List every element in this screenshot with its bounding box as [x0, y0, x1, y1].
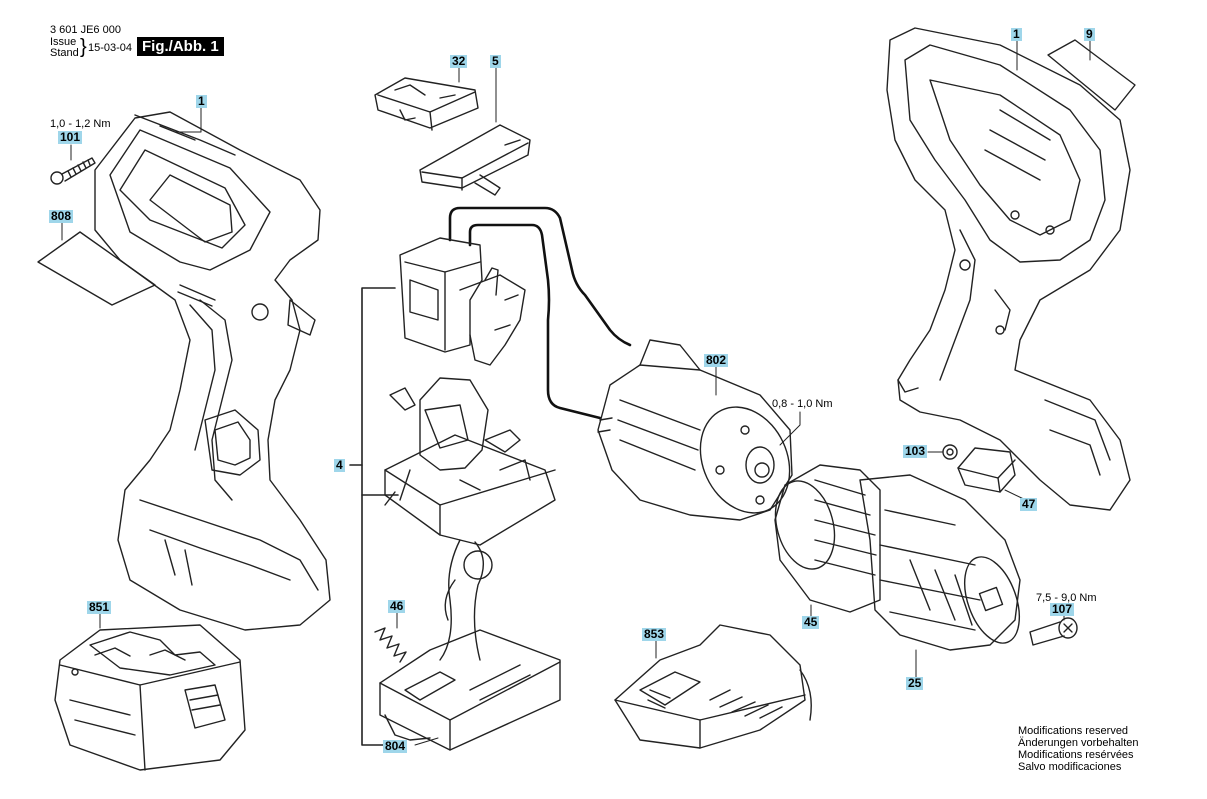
- callout-25: 25: [906, 676, 924, 690]
- figure-label: Fig./Abb. 1: [137, 37, 224, 56]
- callout-802: 802: [704, 353, 729, 367]
- stand-label: Stand: [50, 47, 79, 59]
- callout-107: 107: [1050, 602, 1075, 616]
- part-47: [957, 447, 1016, 493]
- screw-107: [1029, 617, 1078, 646]
- module-leads: [439, 539, 493, 661]
- callout-9: 9: [1084, 27, 1095, 41]
- callout-32: 32: [450, 54, 468, 68]
- switch-slider-32: [374, 77, 479, 131]
- modifications-notice: Modifications reserved Änderungen vorbeh…: [1018, 725, 1138, 773]
- motor-wires: [448, 206, 632, 420]
- motor-802: [597, 339, 793, 521]
- callout-4: 4: [334, 458, 345, 472]
- modifications-fr: Modifications resérvées: [1018, 749, 1134, 761]
- callout-808: 808: [49, 209, 74, 223]
- torque-101: 1,0 - 1,2 Nm: [50, 118, 111, 130]
- switch-part-5: [419, 124, 531, 196]
- modifications-es: Salvo modificaciones: [1018, 761, 1122, 773]
- bottom-plate-804: [379, 629, 561, 751]
- torque-107: 7,5 - 9,0 Nm: [1036, 592, 1097, 604]
- issue-label: Issue: [50, 36, 77, 48]
- nut-103: [942, 444, 958, 460]
- brace-glyph: }: [80, 36, 87, 58]
- callout-5: 5: [490, 54, 501, 68]
- housing-right-part: [886, 27, 1131, 511]
- torque-802: 0,8 - 1,0 Nm: [772, 398, 833, 410]
- callout-46: 46: [388, 599, 406, 613]
- label-9: [1047, 39, 1136, 111]
- issue-date: 15-03-04: [88, 42, 133, 54]
- callout-103: 103: [903, 444, 928, 458]
- callout-804: 804: [383, 739, 408, 753]
- screw-101: [50, 157, 96, 185]
- callout-851: 851: [87, 600, 112, 614]
- callout-1-right: 1: [1011, 27, 1022, 41]
- callout-101: 101: [58, 130, 83, 144]
- callout-45: 45: [802, 615, 820, 629]
- switch-unit: [399, 237, 526, 366]
- callout-1-left: 1: [196, 94, 207, 108]
- charger-853: [614, 624, 812, 749]
- modifications-de: Änderungen vorbehalten: [1018, 737, 1139, 749]
- electronics-module: [384, 377, 556, 546]
- gearbox-45: [774, 464, 881, 613]
- housing-left-part: [94, 111, 331, 631]
- battery-pack: [54, 624, 246, 771]
- chuck-25: [859, 474, 1021, 651]
- spring-46: [374, 627, 407, 663]
- part-number: 3 601 JE6 000: [50, 24, 121, 36]
- callout-853: 853: [642, 627, 667, 641]
- callout-47: 47: [1020, 497, 1038, 511]
- modifications-en: Modifications reserved: [1018, 725, 1129, 737]
- label-808: [37, 231, 156, 306]
